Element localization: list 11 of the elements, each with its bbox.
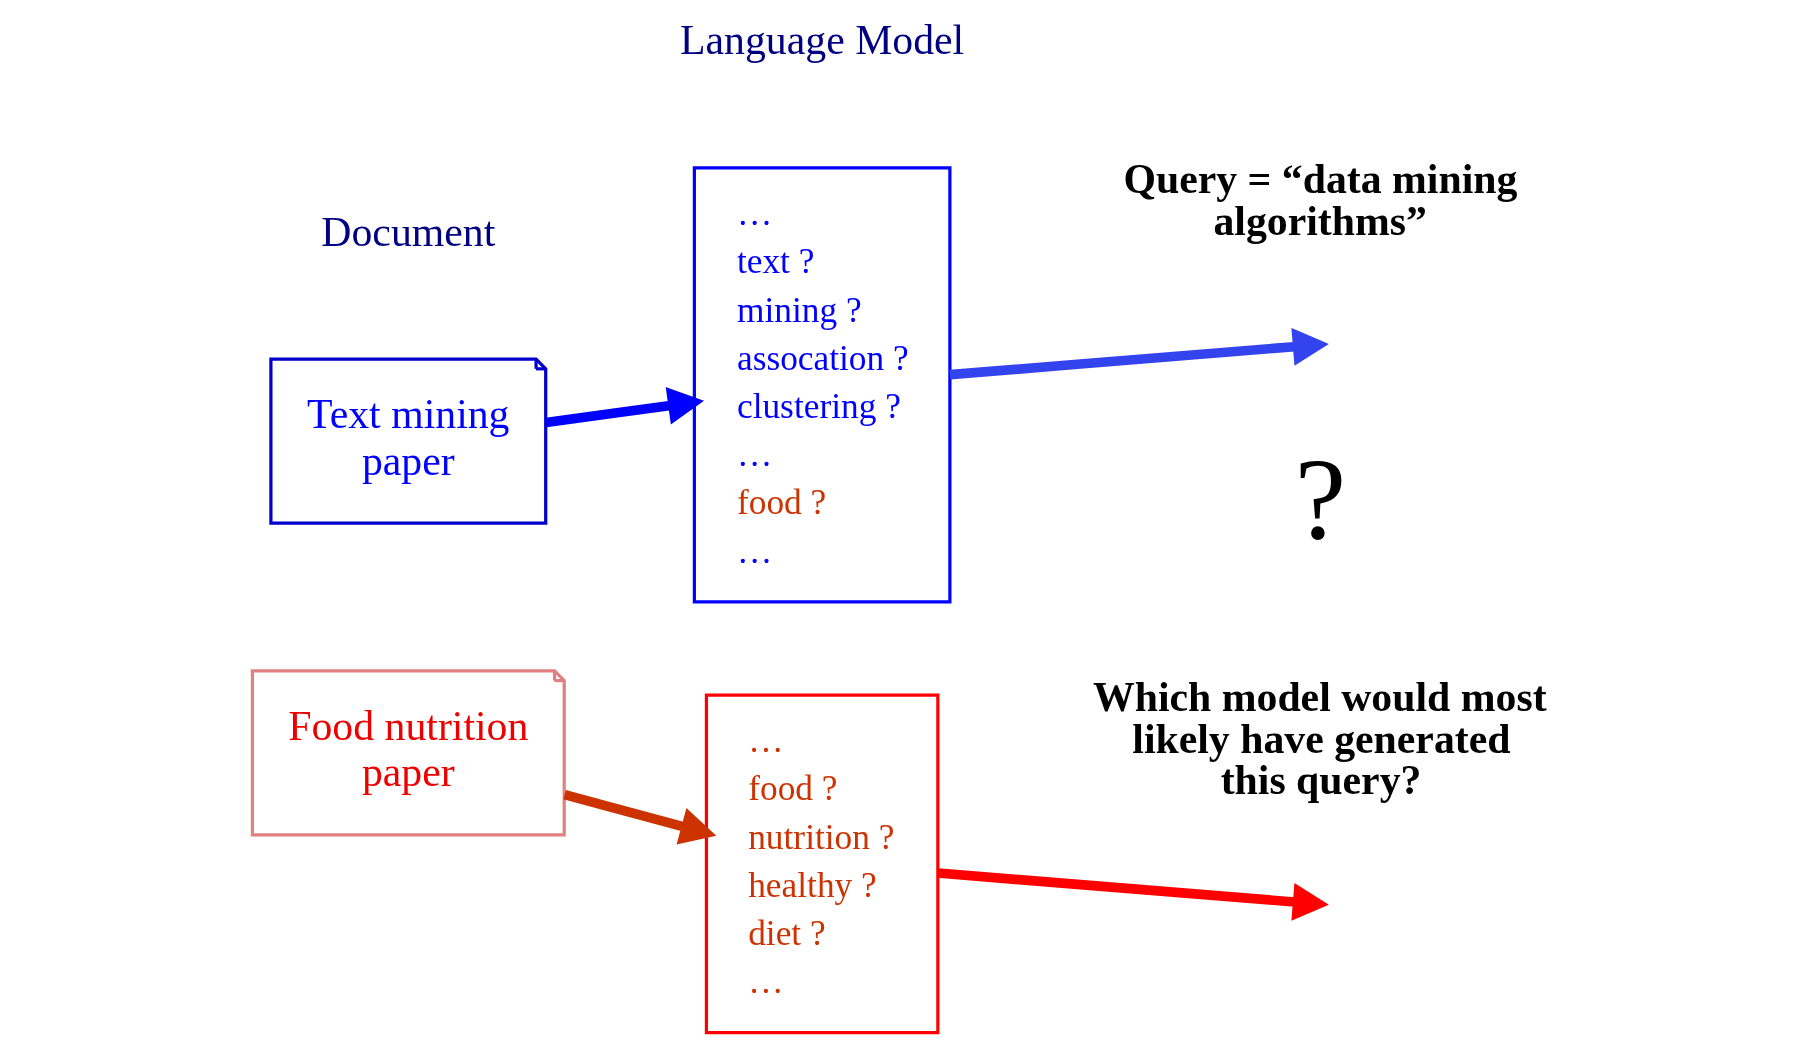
- label: Query = “data mining algorithms”: [1122, 156, 1517, 245]
- arrow: [544, 387, 704, 428]
- node-box: … text ? mining ? assocation ? clustering ? … food ? …: [692, 166, 951, 604]
- label: Language Model: [679, 17, 964, 64]
- arrow: [949, 327, 1329, 380]
- label: Which model would most likely have generated this query?: [1092, 673, 1547, 804]
- node-box: … food ? nutrition ? healthy ? diet ? …: [704, 693, 939, 1035]
- arrow: [937, 868, 1329, 921]
- label: Document: [320, 208, 495, 255]
- label: ?: [1294, 434, 1346, 563]
- arrow: [562, 790, 716, 845]
